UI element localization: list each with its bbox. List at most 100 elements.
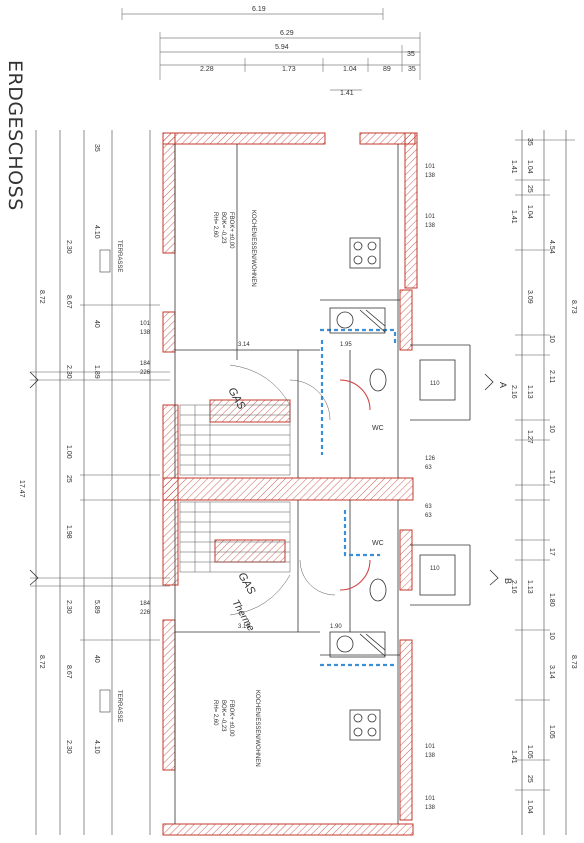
- room-level: BOK= -0,23: [220, 212, 226, 244]
- dim-label: 1.89: [93, 365, 100, 379]
- dim-label: 3.09: [526, 290, 533, 304]
- dim-label: 1.41: [510, 210, 517, 224]
- terrace-lower-box: [99, 689, 111, 713]
- dim-label: 1.05: [526, 745, 533, 759]
- window-label: 63: [425, 513, 432, 519]
- terrace-lower-label: TERRASSE: [116, 690, 122, 722]
- dim-label: 1.04: [526, 800, 533, 814]
- wc-label-lower: WC: [372, 540, 384, 547]
- window-label: 138: [425, 173, 436, 179]
- dim-label: 1.27: [526, 430, 533, 444]
- room-level: FBOK+ ±0,00: [228, 212, 234, 249]
- window-label: 110: [430, 381, 440, 387]
- staircase-upper: [179, 364, 291, 476]
- dim-label: 17: [548, 548, 555, 556]
- door-swings: [289, 379, 371, 596]
- dim-label: 40: [93, 655, 100, 663]
- dim-label: 25: [526, 775, 533, 783]
- room-upper: KOCHEN/ESSEN/WOHNEN FBOK+ ±0,00 BOK= -0,…: [212, 210, 256, 287]
- wc-label-upper: WC: [372, 425, 384, 432]
- dim-label: 2.11: [548, 370, 555, 383]
- wc-fixtures: [369, 359, 456, 602]
- window-label: 63: [425, 465, 432, 471]
- room-name: KOCHEN/ESSEN/WOHNEN: [250, 210, 256, 287]
- section-markers: [29, 371, 499, 586]
- dim-label: 1.04: [526, 160, 533, 174]
- window-label: 110: [430, 566, 440, 572]
- dim-label: 1.00: [65, 445, 72, 459]
- dim-label: 8.67: [65, 295, 72, 309]
- top-dimensions: 6.19 6.29 5.94 2.28 1.73 1.04 89 35 35 1…: [121, 6, 421, 97]
- window-label: 126: [425, 456, 436, 462]
- window-label: 101: [425, 744, 436, 750]
- left-dimensions: 35 4.10 2.30 8.67 40 1.89 2.30 8.72 1.00…: [18, 130, 170, 835]
- dim-label: 1.17: [548, 470, 555, 484]
- dim-label: 2.16: [510, 580, 517, 594]
- dim-label: 8.72: [38, 655, 45, 669]
- plan-title: ERDGESCHOSS: [4, 60, 26, 211]
- dim-label: 25: [65, 475, 72, 483]
- window-labels: 101 138 101 138 101 138 101 138 184 226 …: [140, 164, 440, 811]
- dim-label: 1.04: [526, 205, 533, 219]
- dim-label: 3.14: [548, 665, 555, 679]
- dim-label: 1.73: [282, 66, 296, 73]
- dim-label: 8.72: [38, 290, 45, 304]
- window-label: 101: [425, 164, 436, 170]
- window-label: 138: [425, 805, 436, 811]
- room-level: RH= 2,60: [212, 212, 218, 238]
- dim-label: 6.19: [252, 6, 266, 13]
- right-dimensions: 35 1.04 25 1.04 1.41 1.41 4.54 3.09 8.73…: [510, 130, 577, 835]
- room-lower: KOCHEN/ESSEN/WOHNEN FBOK+ ±0,00 BOK= -0,…: [212, 690, 260, 767]
- stair-dim: 3.14: [238, 342, 250, 348]
- dim-label: 2.30: [65, 600, 72, 614]
- gas-annotation-lower: GAS: [235, 571, 257, 598]
- dim-label: 1.41: [510, 750, 517, 764]
- dim-label: 8.73: [570, 655, 577, 669]
- window-label: 184: [140, 361, 151, 367]
- window-label: 101: [425, 214, 436, 220]
- dim-label: 5.94: [275, 44, 289, 51]
- terrace-upper-label: TERRASSE: [116, 240, 122, 272]
- dim-label: 2.28: [200, 66, 214, 73]
- dim-label: 4.10: [93, 225, 100, 239]
- dim-label: 1.80: [548, 593, 555, 607]
- dim-label: 8.73: [570, 300, 577, 314]
- dim-label: 35: [407, 51, 415, 58]
- window-label: 184: [140, 601, 151, 607]
- interior-lines: [174, 144, 471, 824]
- installation-lines: [320, 328, 397, 667]
- dim-label: 2.30: [65, 365, 72, 379]
- section-b-label: B: [503, 578, 513, 584]
- dim-label: 10: [548, 632, 555, 640]
- section-a-label: A: [498, 382, 508, 388]
- staircase-lower: [179, 501, 291, 616]
- window-label: 226: [140, 610, 151, 616]
- dim-label: 89: [383, 66, 391, 73]
- dim-label: 40: [93, 320, 100, 328]
- window-label: 101: [425, 796, 436, 802]
- dim-label: 35: [526, 138, 533, 146]
- room-level: FBOK+ ±0,00: [228, 700, 234, 737]
- dim-label: 35: [93, 144, 100, 152]
- window-label: 138: [425, 223, 436, 229]
- dim-label: 17.47: [18, 480, 25, 498]
- dim-label: 1.05: [548, 725, 555, 739]
- stair-dim: 1.95: [340, 342, 352, 348]
- dim-label: 2.30: [65, 240, 72, 254]
- stair-dim: 1.90: [330, 624, 342, 630]
- window-label: 138: [140, 330, 151, 336]
- window-label: 226: [140, 370, 151, 376]
- dim-label: 10: [548, 335, 555, 343]
- room-level: BOK= -0,23: [220, 700, 226, 732]
- dim-label: 1.98: [65, 525, 72, 539]
- dim-label: 5.89: [93, 600, 100, 614]
- window-label: 101: [140, 321, 151, 327]
- dim-label: 10: [548, 425, 555, 433]
- terrace-upper-box: [99, 249, 111, 273]
- kitchen-lower: [329, 631, 386, 741]
- kitchen-upper: [329, 237, 386, 334]
- dim-label: 1.41: [340, 90, 354, 97]
- dim-label: 6.29: [280, 30, 294, 37]
- dim-label: 35: [408, 66, 416, 73]
- dim-label: 4.10: [93, 740, 100, 754]
